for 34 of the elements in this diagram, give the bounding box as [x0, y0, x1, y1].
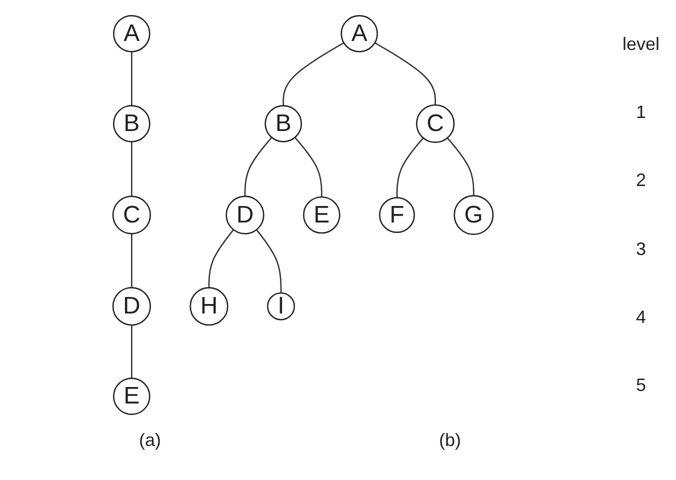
- node-circle: C: [112, 196, 151, 234]
- subfigure-label: (b): [439, 430, 461, 451]
- connector: [446, 138, 474, 196]
- node-circle: B: [264, 105, 302, 142]
- connector: [131, 52, 132, 106]
- node-circle: E: [113, 378, 150, 415]
- connector: [396, 137, 424, 198]
- node-circle: F: [379, 197, 415, 233]
- connector: [131, 234, 132, 288]
- connector: [374, 42, 436, 105]
- node-circle: E: [302, 196, 340, 234]
- node-circle: A: [340, 15, 378, 52]
- level-number: 2: [636, 170, 646, 192]
- level-number: 4: [636, 306, 646, 328]
- connector: [256, 229, 282, 293]
- node-circle: H: [190, 287, 228, 326]
- connector: [131, 142, 132, 196]
- connector: [208, 229, 234, 288]
- node-circle: C: [416, 104, 455, 143]
- node-circle: A: [113, 15, 150, 52]
- connector: [294, 136, 322, 197]
- level-number: 3: [636, 238, 646, 260]
- subfigure-label: (a): [139, 430, 161, 451]
- node-circle: B: [113, 105, 150, 142]
- level-number: 1: [636, 102, 646, 123]
- column-heading: level: [622, 34, 660, 55]
- node-circle: D: [112, 287, 151, 326]
- node-circle: D: [226, 196, 264, 234]
- node-circle: G: [454, 195, 494, 235]
- level-number: 5: [636, 375, 646, 396]
- connector: [282, 42, 344, 106]
- node-circle: I: [266, 292, 295, 320]
- connector: [131, 325, 132, 378]
- connector: [244, 136, 272, 196]
